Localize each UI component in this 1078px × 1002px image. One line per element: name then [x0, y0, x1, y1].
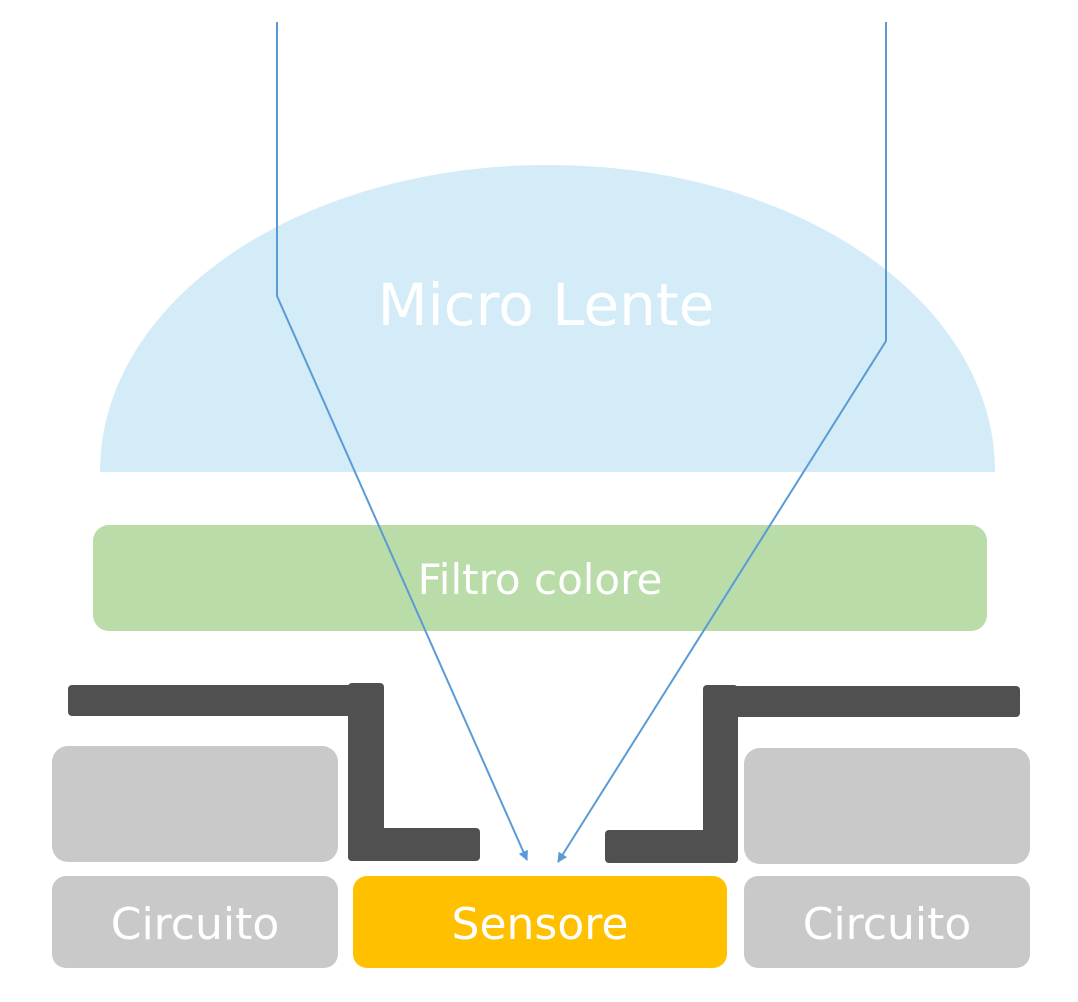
light-ray-right [557, 22, 887, 863]
metal-shield-right-vertical [703, 685, 738, 863]
metal-shield-left [68, 683, 480, 861]
color-filter: Filtro colore [93, 525, 987, 631]
metal-shield-right-foot [605, 830, 738, 863]
circuit-block-upper-right [744, 748, 1030, 864]
metal-shield-left-vertical [348, 683, 384, 861]
sensor-shape [353, 876, 727, 968]
metal-shield-left-top [68, 685, 384, 716]
micro-lens-shape [100, 165, 995, 472]
circuit-right: Circuito [744, 876, 1030, 968]
circuit-left: Circuito [52, 876, 338, 968]
sensor-label: Sensore [452, 899, 629, 950]
circuit-right-shape [744, 876, 1030, 968]
metal-shield-right [605, 685, 1020, 863]
sensor: Sensore [353, 876, 727, 968]
micro-lens: Micro Lente [100, 165, 995, 472]
metal-shield-left-foot [348, 828, 480, 861]
circuit-block-upper-left [52, 746, 338, 862]
metal-shield-right-top [703, 686, 1020, 717]
light-ray-left [276, 22, 528, 861]
circuit-left-label: Circuito [111, 899, 280, 950]
micro-lens-label: Micro Lente [378, 271, 715, 339]
color-filter-shape [93, 525, 987, 631]
circuit-left-shape [52, 876, 338, 968]
color-filter-label: Filtro colore [418, 555, 663, 604]
circuit-right-label: Circuito [803, 899, 972, 950]
